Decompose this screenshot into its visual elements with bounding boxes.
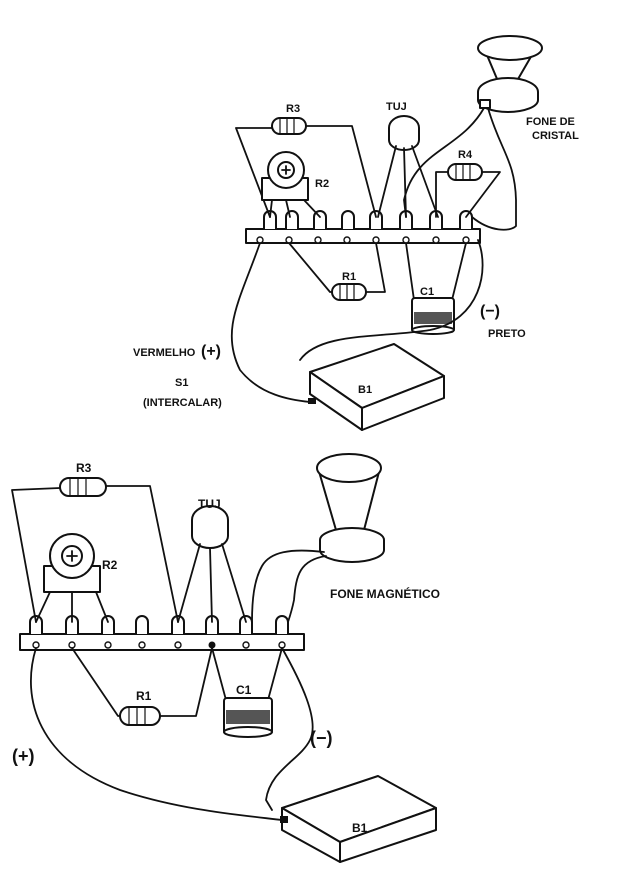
top-minus-label: (−) (480, 303, 500, 320)
top-r2-label: R2 (315, 178, 329, 190)
bottom-battery (30, 647, 437, 863)
top-assembly: R3 R2 TUJ FONE DE CRISTA (133, 35, 579, 431)
top-terminal-strip (245, 210, 481, 244)
top-battery-label: B1 (358, 384, 372, 396)
top-r3-label: R3 (286, 103, 300, 115)
bottom-battery-label: B1 (352, 821, 368, 835)
bottom-r1-resistor (71, 647, 213, 726)
bottom-plus-label: (+) (12, 746, 35, 766)
bottom-r3-label: R3 (76, 461, 92, 475)
top-battery (230, 239, 484, 431)
bottom-c1-label: C1 (236, 683, 252, 697)
top-r3-resistor (235, 117, 377, 218)
bottom-terminal-strip (19, 615, 305, 651)
top-r1-label: R1 (342, 271, 356, 283)
bottom-phone-label: FONE MAGNÉTICO (330, 586, 440, 601)
top-s1-note-label: (INTERCALAR) (143, 397, 222, 409)
top-tuj-label: TUJ (386, 101, 407, 113)
bottom-r3-resistor (11, 477, 179, 623)
bottom-c1-capacitor (211, 647, 283, 738)
top-black-label: PRETO (488, 328, 526, 340)
bottom-minus-label: (−) (310, 728, 333, 748)
top-r2-trimmer (261, 151, 321, 218)
top-c1-capacitor (405, 242, 467, 335)
bottom-tuj-label: TUJ (198, 497, 221, 511)
top-r1-resistor (288, 242, 386, 301)
top-crystal-earphone (403, 35, 543, 231)
top-plus-label: (+) (201, 343, 221, 360)
bottom-r2-trimmer (35, 533, 109, 623)
top-r4-resistor (435, 163, 501, 218)
bottom-strip-board (19, 633, 305, 651)
bottom-r1-label: R1 (136, 689, 152, 703)
top-strip-board (245, 228, 481, 244)
top-c1-label: C1 (420, 286, 434, 298)
bottom-assembly: R3 R2 TUJ FONE MAGNÉTICO (11, 453, 440, 863)
top-strip-lugs (263, 210, 473, 229)
top-red-label: VERMELHO (133, 347, 196, 359)
top-phone-label-1: FONE DE (526, 116, 575, 128)
bottom-tuj-transistor (177, 505, 247, 623)
top-s1-label: S1 (175, 377, 188, 389)
top-strip-holes (256, 236, 470, 244)
top-phone-label-2: CRISTAL (532, 130, 579, 142)
bottom-r2-label: R2 (102, 558, 118, 572)
top-r4-label: R4 (458, 149, 473, 161)
top-tuj-transistor (377, 115, 439, 218)
bottom-magnetic-earphone (251, 453, 385, 623)
bottom-strip-lugs (29, 615, 289, 634)
